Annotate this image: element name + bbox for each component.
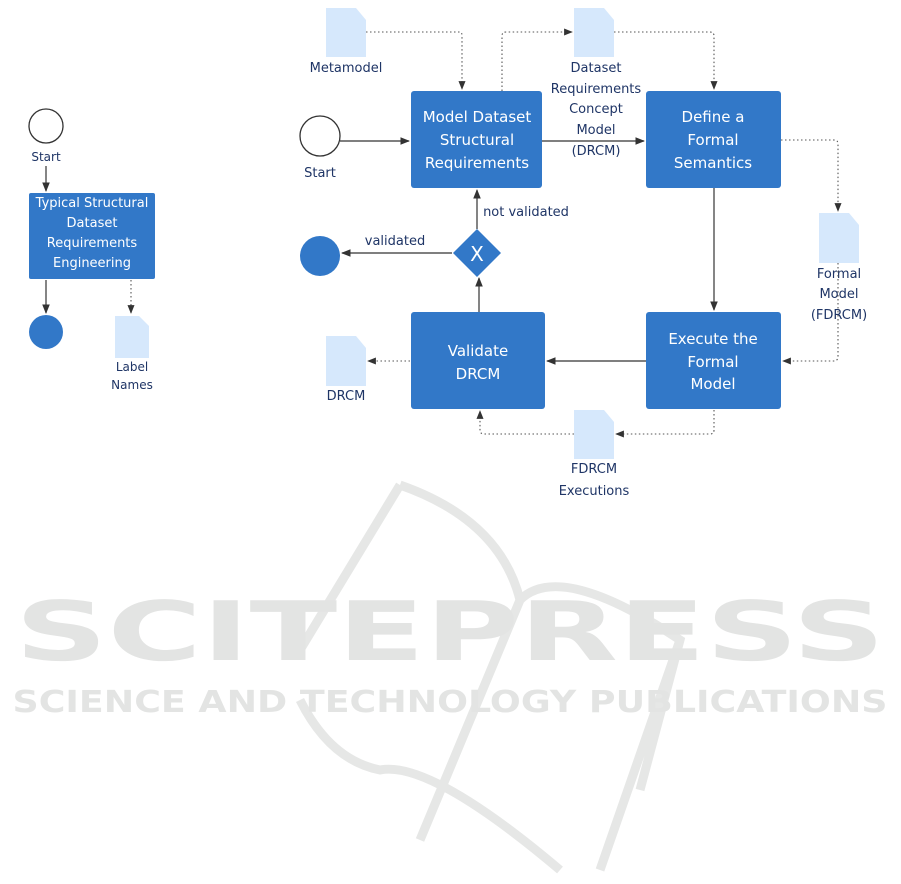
task-line: Structural — [440, 131, 514, 149]
task-line: Dataset — [67, 216, 118, 231]
task-line: Execute the — [668, 330, 757, 348]
association-arrow — [614, 31, 718, 90]
left-diagram: Start Typical Structural Dataset Require… — [28, 108, 155, 392]
task-line: Semantics — [674, 154, 752, 172]
doc-executions-label: Executions — [559, 484, 630, 499]
doc-drcm-output-label: DRCM — [327, 389, 366, 404]
task-model-dataset[interactable] — [411, 91, 542, 188]
association-arrow — [615, 410, 715, 438]
start-label: Start — [31, 150, 61, 164]
task-line: Validate — [448, 342, 508, 360]
edge-label-validated: validated — [365, 234, 425, 249]
task-line: Model — [690, 375, 735, 393]
end-event[interactable] — [300, 236, 340, 276]
doc-executions-label: FDRCM — [571, 462, 617, 477]
watermark-book-icon — [295, 480, 686, 874]
doc-drcm-label: Concept — [569, 102, 623, 117]
task-line: Typical Structural — [35, 196, 149, 211]
doc-label: Label — [116, 360, 148, 374]
doc-drcm-label: (DRCM) — [572, 144, 621, 159]
task-typical-engineering[interactable] — [29, 193, 155, 279]
association-arrow — [781, 139, 842, 212]
doc-formal-label: Model — [819, 287, 858, 302]
doc-drcm-label: Dataset — [571, 61, 622, 76]
exclusive-gateway[interactable] — [453, 229, 501, 277]
right-diagram: Metamodel Dataset Requirements Concept M… — [299, 8, 867, 499]
task-line: Formal — [687, 131, 738, 149]
task-execute-formal-model[interactable] — [646, 312, 781, 409]
doc-drcm-label: Model — [576, 123, 615, 138]
association-arrow — [501, 28, 573, 91]
association-arrow — [782, 263, 839, 365]
association-arrow — [476, 410, 574, 435]
task-define-formal-semantics[interactable] — [646, 91, 781, 188]
watermark-title: SCITEPRESS — [15, 585, 885, 680]
doc-label: Names — [111, 378, 153, 392]
document-drcm-icon[interactable] — [326, 336, 366, 386]
doc-metamodel-label: Metamodel — [310, 61, 383, 76]
document-executions-icon[interactable] — [574, 410, 614, 459]
start-event[interactable] — [28, 108, 64, 144]
task-line: Formal — [687, 353, 738, 371]
gateway-x-icon: X — [470, 242, 484, 266]
task-line: Model Dataset — [423, 108, 532, 126]
task-line: Define a — [682, 108, 745, 126]
document-metamodel-icon[interactable] — [326, 8, 366, 57]
start-event[interactable] — [299, 115, 341, 157]
task-line: Requirements — [47, 236, 138, 251]
task-line: Requirements — [425, 154, 529, 172]
watermark-subtitle: SCIENCE AND TECHNOLOGY PUBLICATIONS — [13, 685, 888, 720]
end-event[interactable] — [29, 315, 63, 349]
edge-label-not-validated: not validated — [483, 205, 569, 220]
start-label: Start — [304, 166, 336, 181]
doc-formal-label: Formal — [817, 267, 861, 282]
watermark: SCITEPRESS SCIENCE AND TECHNOLOGY PUBLIC… — [13, 480, 888, 874]
document-formal-model-icon[interactable] — [819, 213, 859, 263]
task-validate-drcm[interactable] — [411, 312, 545, 409]
task-line: Engineering — [53, 256, 131, 271]
doc-formal-label: (FDRCM) — [811, 308, 867, 323]
document-drcm-model-icon[interactable] — [574, 8, 614, 57]
document-icon[interactable] — [115, 316, 149, 358]
task-line: DRCM — [456, 365, 501, 383]
doc-drcm-label: Requirements — [551, 82, 642, 97]
